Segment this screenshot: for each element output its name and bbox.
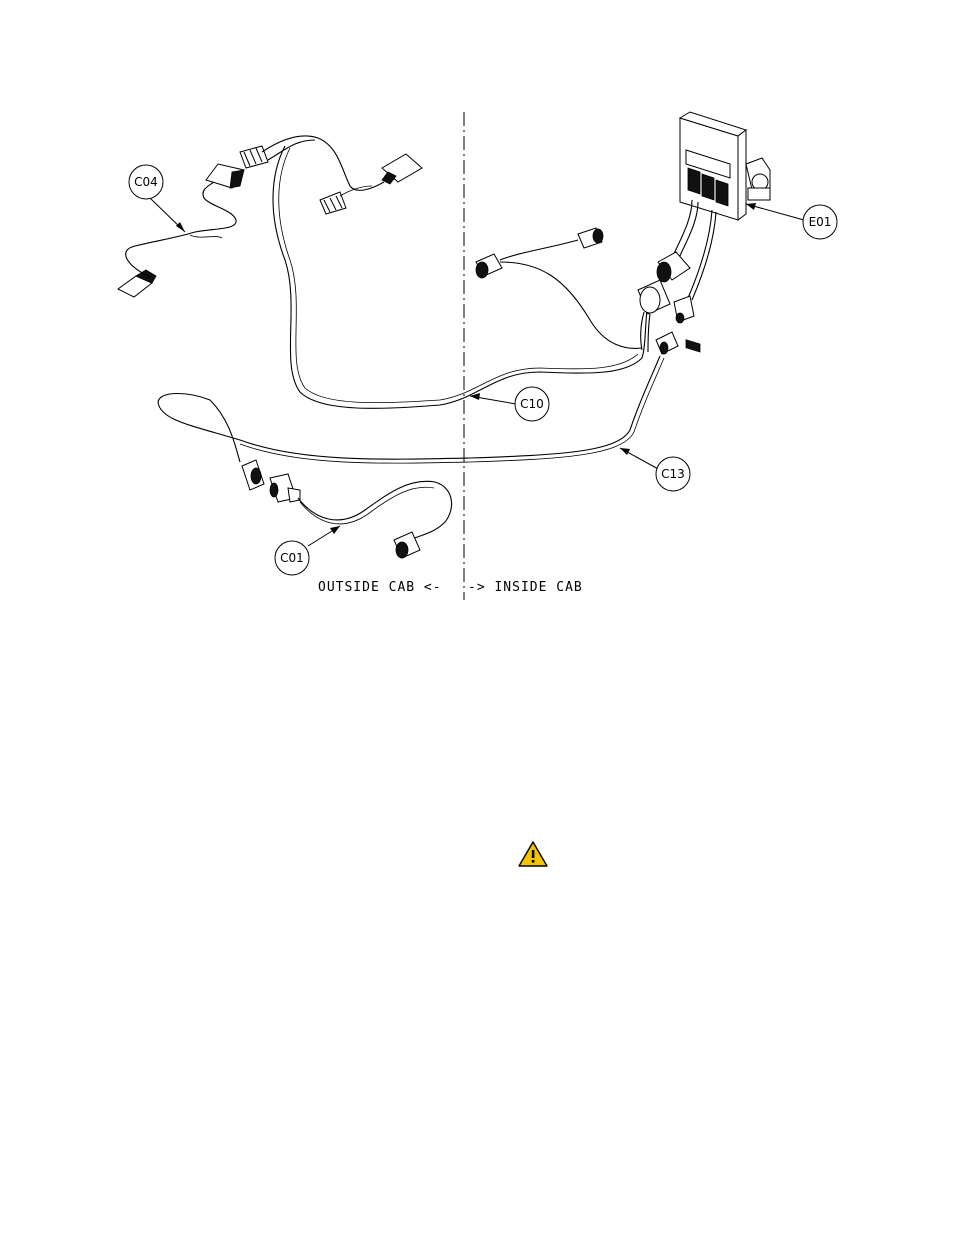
outside-cab-label: OUTSIDE CAB <- [318, 580, 442, 595]
c10-label: C10 [520, 397, 544, 411]
c01-arrowhead [330, 526, 340, 534]
e01-arrowhead [746, 203, 756, 210]
c13-label: C13 [661, 467, 685, 481]
round-connector-left [476, 254, 502, 278]
extension-cable [476, 228, 642, 348]
c04-harness [118, 136, 422, 297]
c01-connector-a [242, 460, 264, 490]
c04-connector-a [206, 164, 244, 188]
c10-cable [273, 146, 648, 408]
round-connector-right [578, 228, 603, 248]
c04-connector-b [382, 154, 422, 184]
c04-end-connector [118, 270, 156, 297]
c13-cable [158, 356, 664, 463]
c04-label: C04 [134, 175, 158, 189]
warning-triangle-icon [519, 842, 547, 866]
e01-small-connector [674, 296, 694, 323]
c04-pin-block-a [240, 146, 268, 168]
e01-large-connector [657, 252, 690, 282]
inside-cab-label: -> INSIDE CAB [468, 580, 583, 595]
c01-end-connector [394, 532, 420, 558]
c04-pin-block-b [320, 192, 346, 214]
e01-mount-bracket [746, 158, 770, 200]
c01-label: C01 [280, 551, 304, 565]
e01-label: E01 [809, 215, 832, 229]
c13-arrowhead [620, 448, 630, 455]
c01-cable [242, 460, 452, 558]
c01-connector-b [270, 474, 300, 502]
c04-arrowhead [176, 222, 185, 232]
c13-end-connector [656, 332, 678, 354]
